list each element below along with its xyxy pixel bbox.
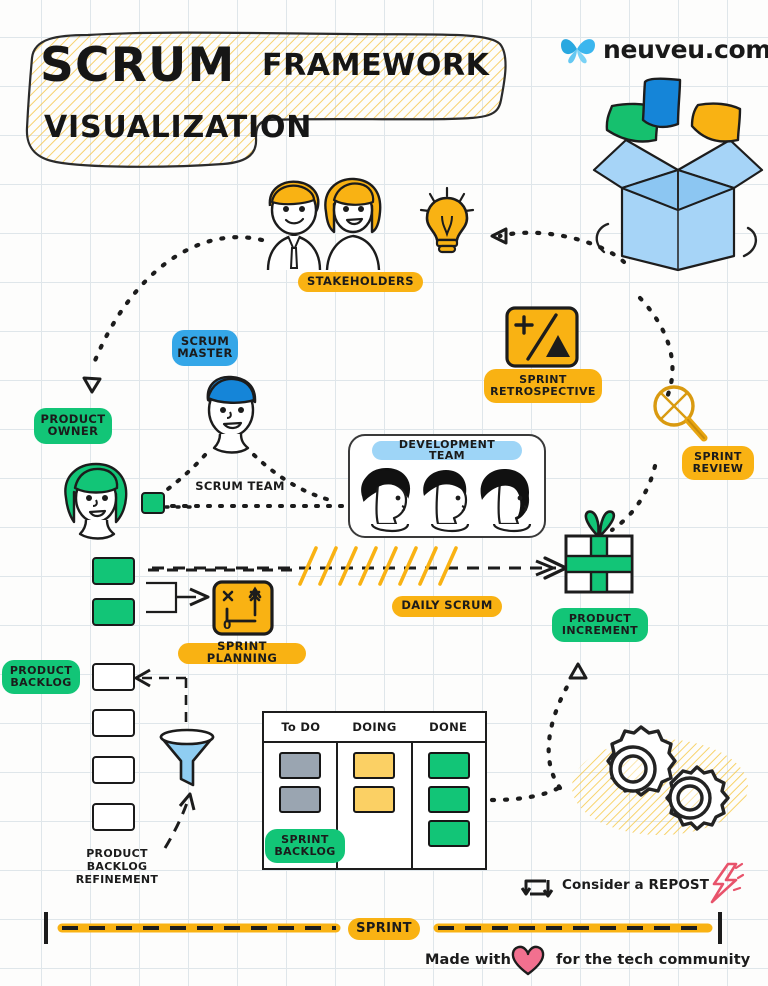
svg-text:0: 0 (223, 618, 231, 632)
made-with-suffix: for the tech community (556, 952, 751, 968)
brand-logo[interactable]: neuveu.com (560, 34, 768, 64)
gears-icon (572, 725, 748, 835)
funnel-icon (159, 728, 215, 787)
label-sprint-backlog: SPRINT BACKLOG (265, 829, 345, 863)
label-sprint: SPRINT (348, 918, 420, 940)
backlog-box-4 (92, 709, 135, 737)
label-development-team: DEVELOPMENT TEAM (372, 439, 522, 461)
label-scrum-master: SCRUM MASTER (172, 330, 238, 366)
label-scrum-team: SCRUM TEAM (195, 479, 285, 493)
repost-text: Consider a REPOST (562, 877, 710, 893)
kanban-column-todo[interactable] (264, 743, 336, 869)
kanban-col-header-doing: DOING (352, 720, 397, 734)
po-backlog-chip (141, 492, 165, 514)
label-sprint-planning: SPRINT PLANNING (178, 640, 306, 664)
sprint-timeline (44, 912, 722, 944)
lightbulb-icon (419, 186, 475, 254)
label-daily-scrum: DAILY SCRUM (392, 596, 502, 617)
title-visualization: VISUALIZATION (44, 110, 313, 145)
label-product-increment: PRODUCT INCREMENT (552, 608, 648, 642)
made-with-prefix: Made with (425, 952, 511, 968)
label-sprint-review: SPRINT REVIEW (682, 446, 754, 480)
backlog-box-1 (92, 557, 135, 585)
scrum-master-avatar (206, 375, 257, 454)
kanban-column-doing[interactable] (336, 743, 410, 869)
repeat-icon[interactable] (520, 874, 554, 902)
kanban-card[interactable] (353, 786, 396, 813)
kanban-body (264, 743, 485, 869)
label-sprint-retrospective: SPRINT RETROSPECTIVE (484, 369, 602, 403)
kanban-card[interactable] (279, 752, 322, 779)
gift-box-icon (564, 510, 634, 594)
product-owner-avatar (64, 462, 128, 540)
title-scrum: SCRUM (40, 38, 236, 93)
backlog-box-3 (92, 663, 135, 691)
magnifying-glass-icon (653, 385, 708, 442)
open-box-icon (592, 77, 764, 272)
kanban-column-done[interactable] (410, 743, 485, 869)
kanban-card[interactable] (427, 752, 470, 779)
sprint-retrospective-icon (505, 306, 579, 368)
title-blob (25, 31, 507, 168)
heart-icon (511, 945, 545, 976)
backlog-box-2 (92, 598, 135, 626)
kanban-col-header-todo: To DO (281, 720, 321, 734)
stakeholder-avatars (266, 177, 382, 271)
development-team-avatars (361, 467, 532, 533)
label-product-owner: PRODUCT OWNER (34, 408, 112, 444)
kanban-card[interactable] (353, 752, 396, 779)
po-dotted-link (164, 505, 198, 509)
lightning-bolt-icon (710, 862, 745, 904)
label-stakeholders: STAKEHOLDERS (298, 272, 423, 292)
kanban-header-row: To DO DOING DONE (264, 713, 485, 743)
label-product-backlog-refinement: PRODUCT BACKLOG REFINEMENT (75, 847, 159, 886)
kanban-card[interactable] (279, 786, 322, 813)
kanban-col-header-done: DONE (429, 720, 468, 734)
kanban-card[interactable] (427, 786, 470, 813)
kanban-card[interactable] (427, 820, 470, 847)
label-product-backlog: PRODUCT BACKLOG (2, 660, 80, 694)
title-framework: FRAMEWORK (262, 48, 490, 83)
backlog-box-6 (92, 803, 135, 831)
burndown-chart-icon: 0 (212, 580, 274, 636)
butterfly-icon (561, 39, 595, 64)
brand-name: neuveu.com (603, 34, 768, 64)
backlog-box-5 (92, 756, 135, 784)
